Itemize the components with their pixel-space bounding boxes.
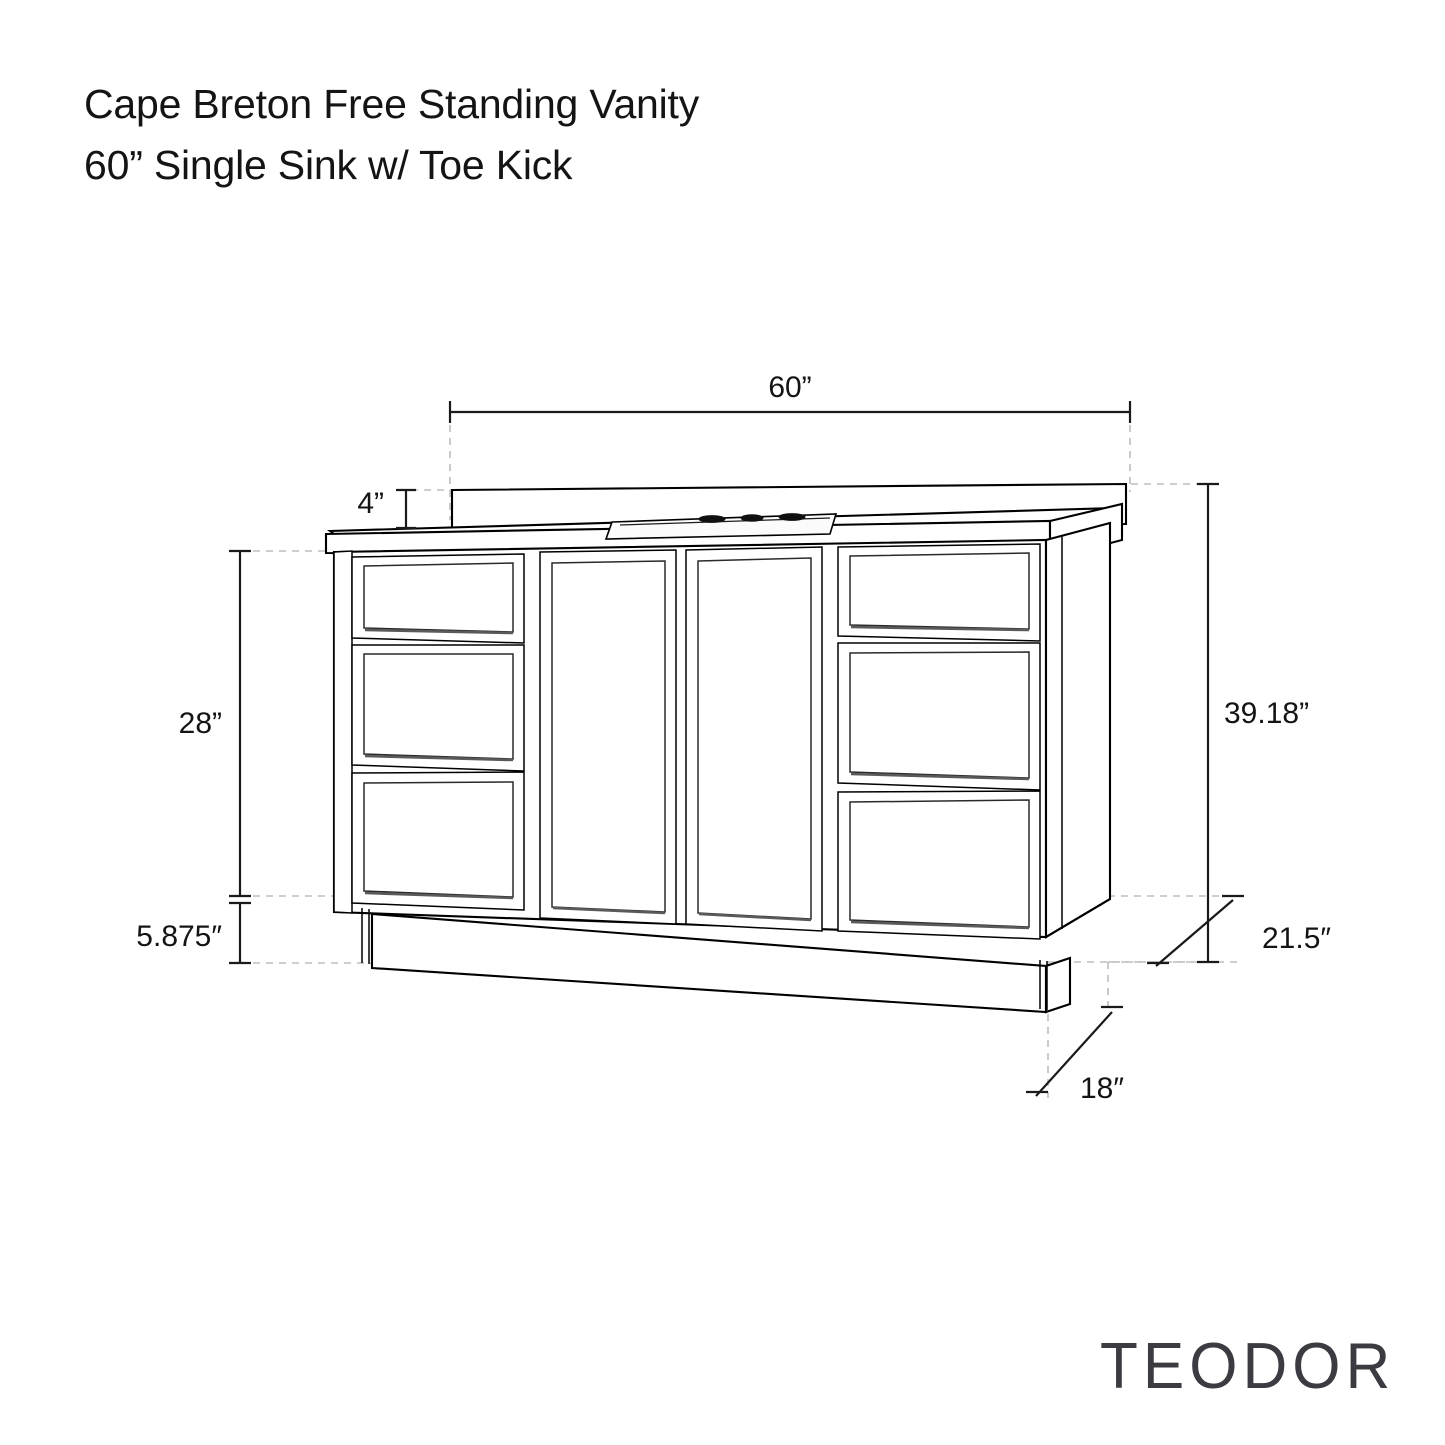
drawer-right-middle-panel (849, 651, 1030, 779)
drawer-left-middle-panel (363, 653, 514, 760)
dimension-label-overall-width: 60” (768, 371, 811, 404)
dimension-backsplash-height: 4” (357, 487, 416, 530)
toe-kick-right-return (1044, 956, 1072, 1014)
dimension-label-cabinet-height: 28” (179, 707, 222, 740)
dimension-overall-width: 60” (448, 371, 1132, 423)
brand-logo: TEODOR (1100, 1331, 1396, 1403)
faucet-hole-left (698, 515, 726, 523)
toe-kick (361, 908, 1072, 1014)
drawer-right-top-panel (849, 552, 1030, 630)
dimension-label-overall-height: 39.18” (1224, 697, 1309, 730)
cabinet-bottom-right-chamfer (1045, 898, 1111, 938)
dimension-counter-depth: 21.5″ (1147, 894, 1331, 967)
dimension-label-counter-depth: 21.5″ (1262, 922, 1331, 955)
drawer-right-bottom-panel (849, 799, 1030, 928)
page-title-line-2: 60” Single Sink w/ Toe Kick (84, 141, 573, 188)
page-title-line-1: Cape Breton Free Standing Vanity (84, 81, 700, 127)
center-door-pair (539, 546, 823, 932)
dimension-cabinet-height: 28” (179, 549, 251, 898)
left-drawer-stack (351, 553, 525, 911)
title-block: Cape Breton Free Standing Vanity 60” Sin… (84, 74, 984, 195)
center-door-left-panel (551, 560, 666, 913)
cabinet-right-side-panel (1044, 521, 1112, 939)
dimension-label-toe-kick-height: 5.875″ (136, 920, 222, 953)
dimension-toe-kick-height: 5.875″ (136, 901, 251, 965)
right-drawer-stack (837, 543, 1041, 940)
dimension-cabinet-depth: 18″ (1026, 1005, 1124, 1105)
cabinet-left-stile (333, 550, 353, 914)
dimension-overall-height: 39.18” (1197, 482, 1309, 964)
center-door-right-panel (697, 557, 812, 920)
faucet-hole-right (778, 513, 806, 521)
drawer-left-bottom-panel (363, 781, 514, 898)
dimension-label-cabinet-depth: 18″ (1080, 1072, 1124, 1105)
vanity-body (324, 482, 1128, 1014)
faucet-hole-center (740, 514, 764, 522)
dimension-label-backsplash-height: 4” (357, 487, 384, 520)
drawer-left-top-panel (363, 562, 514, 633)
